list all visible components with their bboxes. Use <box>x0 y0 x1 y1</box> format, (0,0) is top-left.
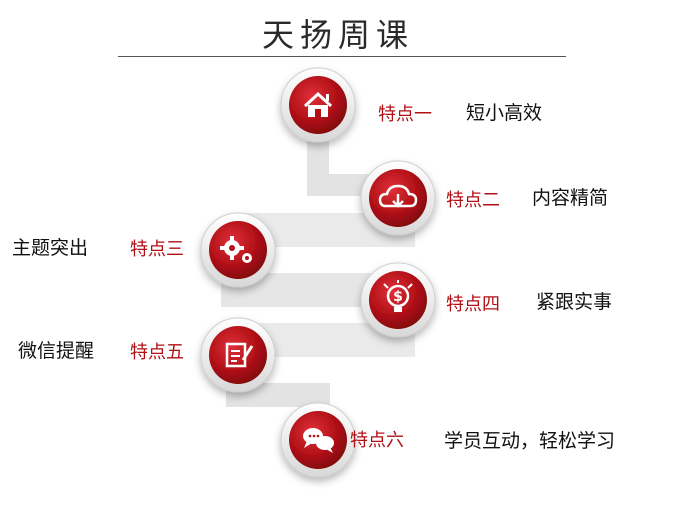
feature-3-text: 主题突出 <box>12 237 89 259</box>
feature-5-label: 特点五 <box>130 342 184 363</box>
svg-text:$: $ <box>393 289 403 305</box>
feature-1-text: 短小高效 <box>466 102 543 124</box>
feature-6-label: 特点六 <box>350 430 404 451</box>
edit-document-icon <box>225 342 254 368</box>
feature-3-label: 特点三 <box>130 239 184 260</box>
chat-bubbles-icon <box>303 428 334 453</box>
feature-2-label: 特点二 <box>446 190 500 211</box>
gears-icon <box>220 236 252 263</box>
feature-4-text: 紧跟实事 <box>536 291 613 313</box>
cloud-download-icon <box>378 184 418 208</box>
feature-2-text: 内容精简 <box>532 187 609 209</box>
dollar-bulb-icon: $ <box>383 280 413 312</box>
feature-6-text: 学员互动，轻松学习 <box>444 430 616 452</box>
home-icon <box>303 91 333 117</box>
title-divider <box>118 56 566 57</box>
feature-5-text: 微信提醒 <box>18 340 95 362</box>
page-title: 天扬周课 <box>261 16 414 54</box>
feature-4-label: 特点四 <box>446 294 500 315</box>
node-4 <box>360 262 436 338</box>
feature-1-label: 特点一 <box>378 104 432 125</box>
